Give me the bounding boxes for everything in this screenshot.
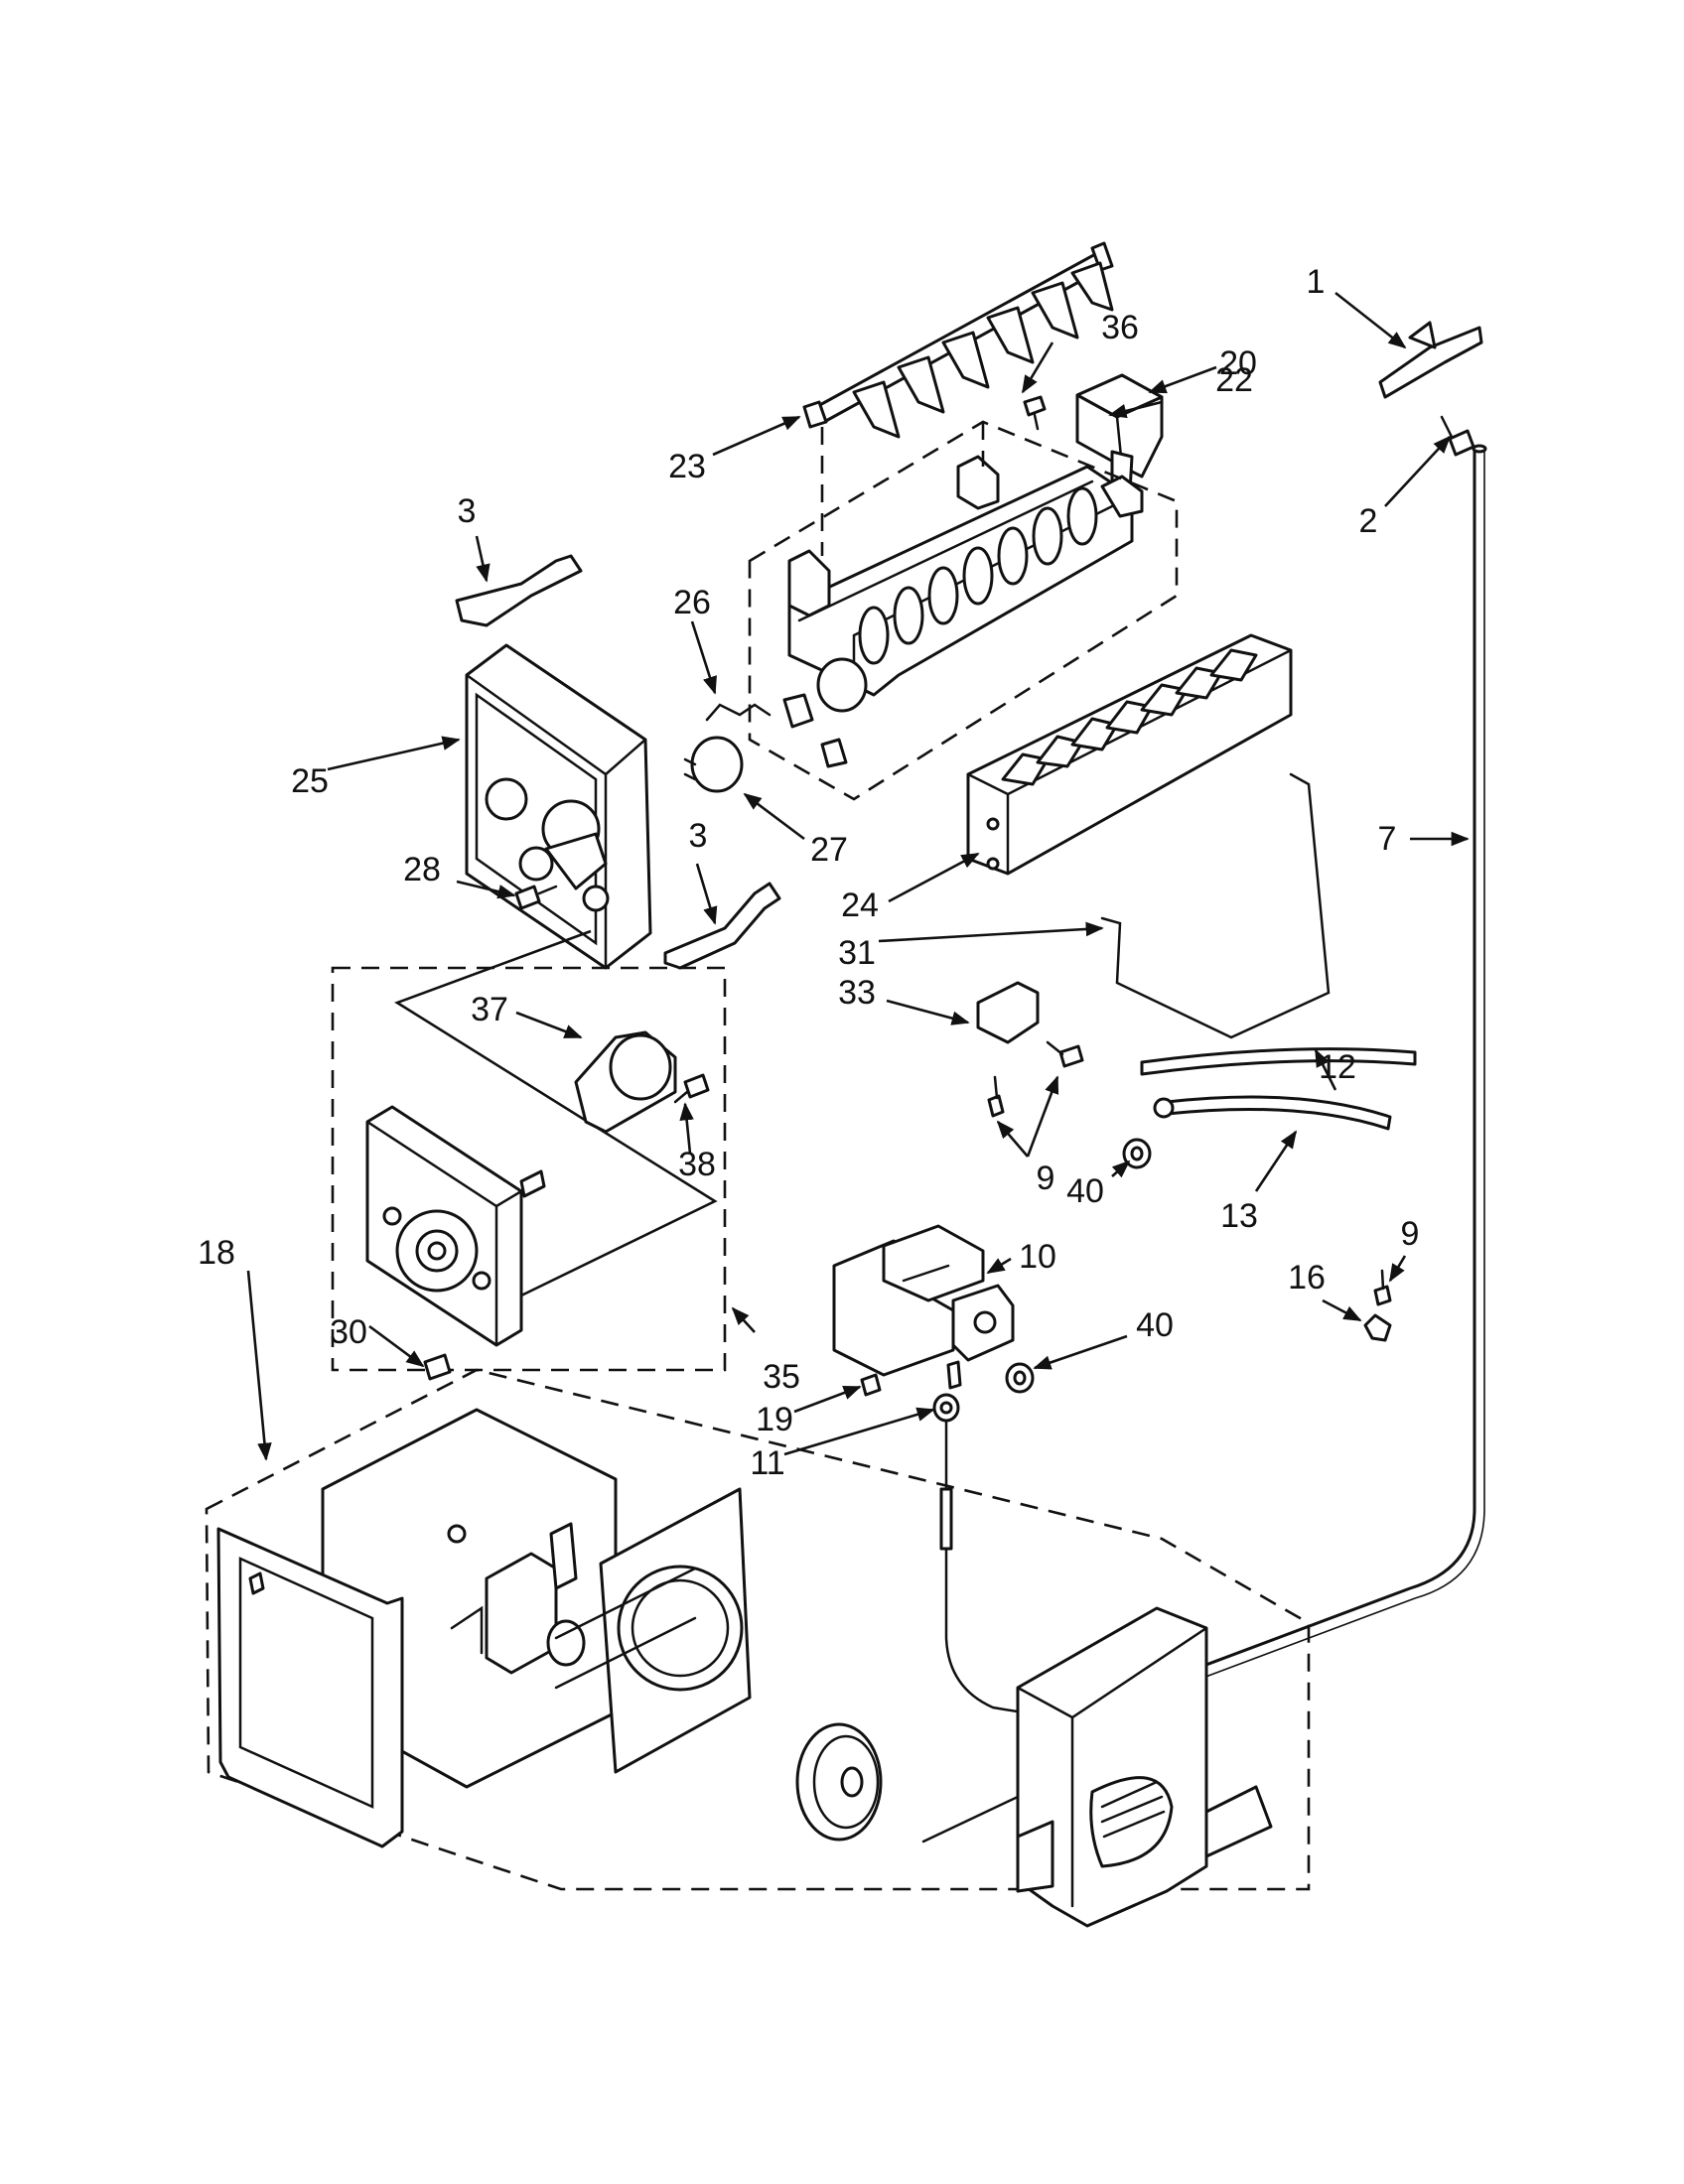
ice-mold bbox=[782, 455, 1144, 768]
label-27: 27 bbox=[810, 831, 848, 869]
screw-9-a bbox=[987, 1075, 1005, 1118]
spring-clip bbox=[705, 703, 772, 722]
nut-40-a bbox=[1122, 1138, 1152, 1169]
auger-housing bbox=[1016, 1606, 1273, 1928]
module-dashed-box bbox=[331, 966, 727, 1372]
label-40-b: 40 bbox=[1136, 1306, 1174, 1344]
screw-28 bbox=[514, 885, 558, 910]
label-23: 23 bbox=[668, 448, 706, 485]
valve-outlet-fitting bbox=[939, 1487, 953, 1551]
label-3-upper: 3 bbox=[458, 492, 477, 530]
screw-19 bbox=[860, 1373, 882, 1397]
screw-2 bbox=[1440, 415, 1475, 457]
label-16: 16 bbox=[1288, 1259, 1326, 1297]
label-9-a: 9 bbox=[1037, 1160, 1055, 1197]
label-22: 22 bbox=[1215, 361, 1253, 399]
auger-motor-assembly bbox=[216, 1408, 752, 1848]
label-35: 35 bbox=[763, 1358, 800, 1396]
drive-motor bbox=[574, 1030, 677, 1134]
part-labels: 1 2 3 3 7 9 9 10 11 12 13 16 18 19 20 22… bbox=[198, 263, 1419, 1482]
label-20: 20 bbox=[1219, 344, 1257, 382]
blower-wheel bbox=[795, 1722, 883, 1842]
tube-13-fitting bbox=[1153, 1097, 1175, 1119]
ejector-shaft bbox=[802, 241, 1114, 439]
shutoff-cover bbox=[976, 981, 1040, 1044]
label-33: 33 bbox=[838, 974, 876, 1012]
label-31: 31 bbox=[838, 934, 876, 972]
label-18: 18 bbox=[198, 1234, 235, 1272]
auger-motor-dashed-outline bbox=[205, 1368, 1311, 1891]
tube-12 bbox=[1140, 1047, 1417, 1076]
label-28: 28 bbox=[403, 851, 441, 888]
screw-36 bbox=[1023, 395, 1047, 431]
label-1: 1 bbox=[1307, 263, 1326, 301]
label-13: 13 bbox=[1220, 1197, 1258, 1235]
screw-9-c bbox=[1373, 1269, 1392, 1306]
label-3-lower: 3 bbox=[689, 817, 708, 855]
screw-9-b bbox=[1046, 1040, 1084, 1068]
label-7: 7 bbox=[1378, 820, 1397, 858]
water-valve bbox=[832, 1224, 1015, 1390]
tube-clamp bbox=[1378, 321, 1483, 399]
label-25: 25 bbox=[291, 762, 329, 800]
tube-13 bbox=[1165, 1095, 1392, 1131]
housing-link-line bbox=[921, 1795, 1020, 1843]
leader-lines bbox=[246, 291, 1470, 1461]
screw-30 bbox=[423, 1353, 452, 1381]
label-9-b: 9 bbox=[1401, 1215, 1420, 1253]
label-37: 37 bbox=[471, 991, 508, 1028]
module-plate bbox=[365, 1105, 546, 1347]
label-10: 10 bbox=[1019, 1238, 1056, 1276]
water-tube-inner bbox=[1136, 451, 1485, 1704]
label-19: 19 bbox=[756, 1401, 793, 1438]
valve-outlet-tube bbox=[944, 1420, 1054, 1719]
mounting-bracket-upper bbox=[455, 554, 583, 627]
stripper bbox=[966, 633, 1293, 876]
thermostat bbox=[683, 736, 744, 793]
shutoff-arm bbox=[1100, 772, 1331, 1039]
screw-38 bbox=[673, 1073, 710, 1104]
tube-clip bbox=[1363, 1313, 1392, 1342]
nut-40-b bbox=[1005, 1362, 1035, 1394]
label-36: 36 bbox=[1101, 309, 1139, 346]
mounting-bracket-lower bbox=[663, 882, 781, 970]
label-26: 26 bbox=[673, 584, 711, 621]
label-40-a: 40 bbox=[1066, 1172, 1104, 1210]
module-link-line bbox=[394, 929, 718, 1297]
label-12: 12 bbox=[1319, 1048, 1356, 1086]
label-2: 2 bbox=[1359, 502, 1378, 540]
label-30: 30 bbox=[330, 1313, 367, 1351]
label-24: 24 bbox=[841, 887, 879, 924]
nut-11 bbox=[932, 1393, 960, 1423]
water-tube bbox=[1130, 450, 1476, 1695]
label-11: 11 bbox=[750, 1444, 784, 1482]
control-housing bbox=[465, 643, 652, 970]
fill-cup bbox=[1075, 373, 1164, 493]
label-38: 38 bbox=[678, 1146, 716, 1183]
